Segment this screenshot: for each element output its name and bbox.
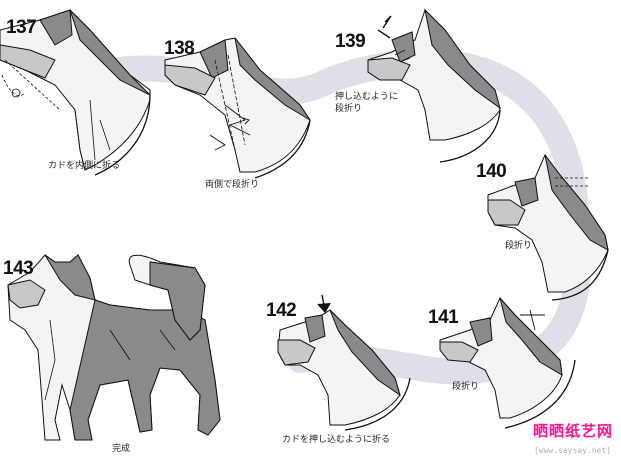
step-number-141: 141 — [428, 307, 458, 329]
step-caption-139-line-1: 押し込むように — [335, 91, 398, 103]
step-number-139: 139 — [335, 31, 365, 53]
step-number-137: 137 — [6, 17, 36, 39]
step-143-figure — [8, 255, 220, 440]
step-number-138: 138 — [164, 38, 194, 60]
watermark-brand: 晒晒纸艺网 — [533, 420, 613, 441]
step-139-figure — [368, 10, 500, 162]
watermark-url: [www.saysay.net] — [534, 446, 611, 455]
step-caption-140: 段折り — [505, 240, 532, 252]
step-caption-137: カドを内側に折る — [48, 160, 120, 172]
step-caption-138: 両側で段折り — [205, 179, 259, 191]
step-caption-143: 完成 — [112, 443, 130, 455]
step-number-142: 142 — [266, 300, 296, 322]
step-caption-142: カドを押し込むように折る — [282, 434, 390, 446]
step-number-143: 143 — [3, 258, 33, 280]
step-caption-141: 段折り — [452, 381, 479, 393]
step-number-140: 140 — [476, 161, 506, 183]
step-caption-139-line-2: 段折り — [335, 103, 362, 115]
